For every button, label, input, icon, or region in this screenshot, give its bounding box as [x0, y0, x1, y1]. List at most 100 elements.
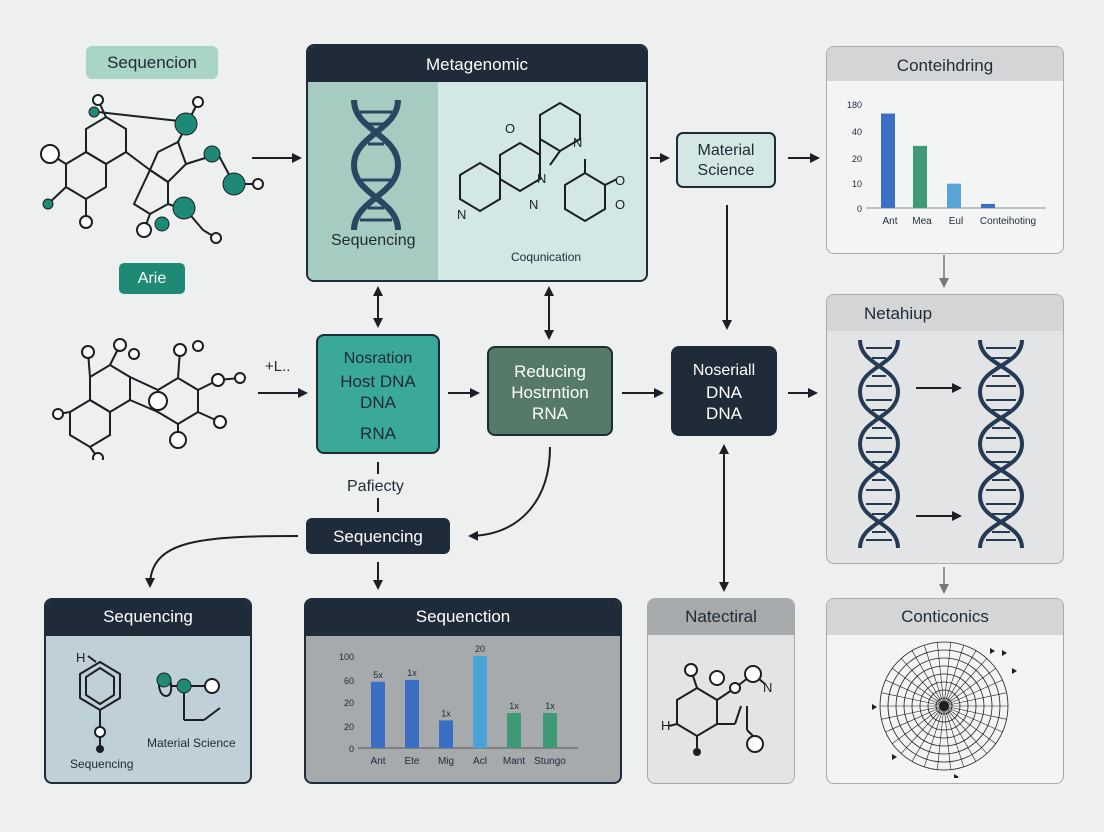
polar-spoke [943, 705, 1003, 733]
top-chart-bar [981, 203, 995, 208]
polar-spoke [911, 705, 945, 762]
natectiral-title: Natectiral [685, 607, 757, 626]
top-chart-category: Mea [912, 216, 932, 227]
sequenction-category: Stungo [534, 756, 566, 767]
polar-spoke [943, 705, 951, 770]
polar-spoke [923, 645, 945, 707]
polar-spoke [943, 658, 988, 707]
top-chart-category: Conteihoting [980, 216, 1036, 227]
molecule-icon-top [40, 94, 264, 244]
top-chart-ytick: 20 [852, 154, 862, 164]
nosration-line-1: Nosration [343, 350, 413, 367]
top-chart-title: Conteihdring [896, 56, 994, 75]
material-science-label: Material Science [697, 142, 755, 179]
top-chart-header [827, 47, 1063, 81]
polar-spoke [923, 705, 945, 767]
polar-center [939, 701, 949, 711]
sequenction-bar [439, 720, 453, 748]
noseriall-line-1: Noseriall [692, 362, 756, 379]
curve-reducing-to-sequencing [468, 446, 551, 541]
natectiral-header [648, 599, 794, 635]
polar-spoke [943, 645, 965, 707]
nosration-line-4: RNA [360, 424, 396, 443]
sequenction-category: Mant [503, 756, 525, 767]
sequenction-bar [371, 681, 385, 748]
polar-spoke [881, 692, 945, 707]
polar-marker [1012, 668, 1017, 674]
sequenction-ytick: 20 [344, 698, 354, 708]
molecule-icon-middle [52, 338, 246, 460]
sequencing-panel-left-label: Sequencing [70, 757, 134, 771]
metagenomic-n-label-4: N [457, 207, 466, 222]
top-chart-ytick: 180 [847, 100, 862, 110]
polar-spoke [943, 705, 965, 767]
netahiup-title: Netahiup [864, 304, 933, 323]
polar-spoke [943, 679, 1003, 707]
sequencing-mid-node [306, 518, 450, 554]
sequenction-value-label: 1x [509, 701, 519, 711]
nosration-node [316, 334, 440, 454]
polar-spoke [911, 650, 945, 707]
sequenction-bar [473, 656, 487, 748]
polar-marker [1002, 650, 1007, 656]
natectiral-molecule-icon: H N [661, 663, 772, 756]
sequenction-title: Sequenction [415, 607, 511, 626]
netahiup-header [827, 295, 1063, 331]
polar-marker [892, 754, 897, 760]
sequenction-ytick: 100 [339, 652, 354, 662]
sequenction-bar [507, 713, 521, 748]
metagenomic-n-label-3: N [529, 197, 538, 212]
top-chart-panel [826, 46, 1064, 254]
metagenomic-n-label-2: N [537, 171, 546, 186]
metagenomic-n-label-1: N [573, 135, 582, 150]
tag-arie [119, 263, 185, 294]
polar-spoke [900, 658, 945, 707]
sequenction-value-label: 1x [545, 701, 555, 711]
plus-label: +L.. [265, 358, 291, 375]
polar-spoke [943, 668, 996, 707]
sequencing-panel-h-label: H [76, 650, 85, 665]
noseriall-line-3: DNA [706, 404, 742, 423]
sequenction-value-label: 1x [441, 708, 451, 718]
metagenomic-o-label: O [505, 121, 515, 136]
metagenomic-left-label: Sequencing [331, 232, 416, 249]
top-chart-category: Ant [882, 216, 897, 227]
polar-spoke [943, 705, 988, 754]
sequenction-ytick: 0 [349, 744, 354, 754]
nosration-line-2: Host DNA [340, 372, 416, 391]
metagenomic-right-label: Coqunication [511, 250, 582, 264]
polar-spoke [943, 705, 1007, 720]
sequenction-value-label: 5x [373, 670, 383, 680]
polar-marker [954, 774, 959, 778]
metagenomic-o-small-2: O [615, 197, 625, 212]
pafiecty-label: Pafiecty [347, 478, 404, 495]
conticonics-header [827, 599, 1063, 635]
polar-grid-icon [872, 641, 1017, 778]
sequencing-panel-header [46, 600, 250, 636]
heterocycle-structure-icon: O N N N N O O [457, 101, 625, 223]
top-chart-ytick: 0 [857, 204, 862, 214]
netahiup-panel [826, 294, 1064, 564]
material-science-node [676, 132, 776, 188]
polar-spoke [943, 692, 1007, 707]
metagenomic-o-small-1: O [615, 173, 625, 188]
sequenction-ytick: 20 [344, 722, 354, 732]
sequenction-ytick: 60 [344, 676, 354, 686]
polar-spoke [885, 679, 945, 707]
polar-spoke [937, 642, 945, 707]
sequenction-bar-chart: 02020601005xAnt1xEte1xMig20Acl1xMant1xSt… [339, 644, 578, 767]
metagenomic-header [308, 46, 646, 82]
curve-sequencing-to-left-panel [145, 535, 299, 588]
sequencing-mid-label: Sequencing [333, 527, 423, 546]
sequencing-panel-right-label: Material Science [147, 736, 236, 750]
conticonics-panel [826, 598, 1064, 784]
tag-sequencion [86, 46, 218, 79]
top-chart-bar [881, 113, 895, 208]
tag-sequencion-label: Sequencion [107, 53, 197, 72]
polar-spoke [892, 668, 945, 707]
polar-marker [990, 648, 995, 654]
natectiral-panel [647, 598, 795, 784]
